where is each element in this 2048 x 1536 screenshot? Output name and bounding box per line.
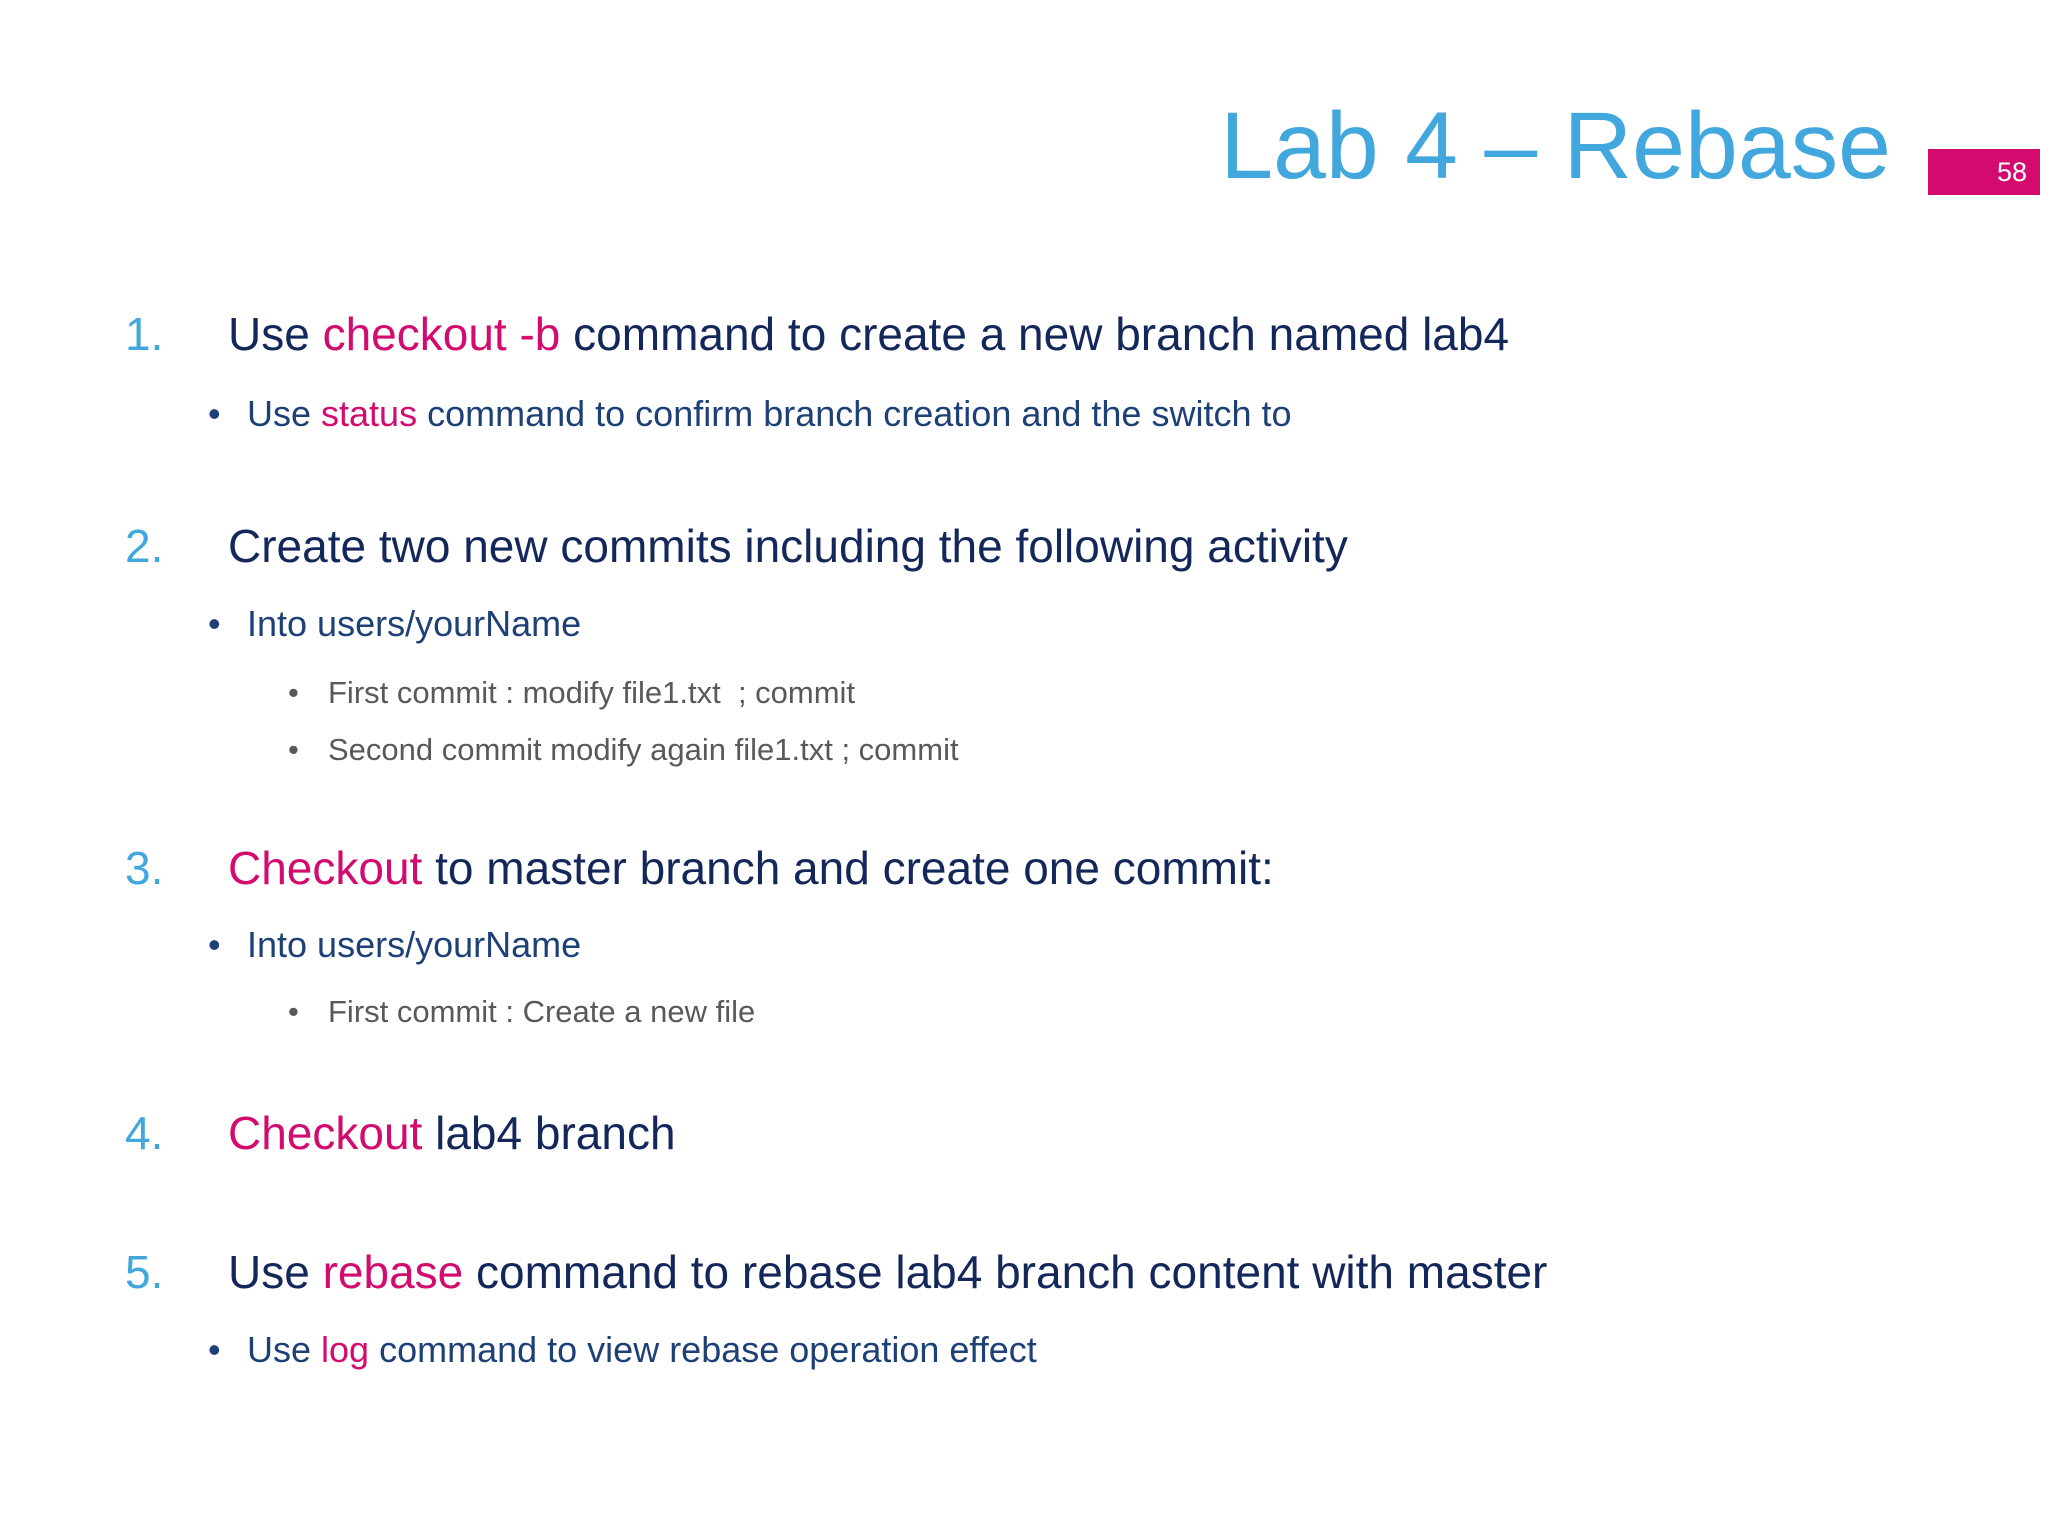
text-segment: Checkout [228, 1107, 423, 1159]
numbered-item-4: 4. Checkout lab4 branch [0, 1105, 2048, 1161]
text-segment: log [321, 1329, 370, 1370]
text-segment: Into users/yourName [247, 603, 582, 644]
item-number: 2. [125, 520, 164, 572]
text-segment: checkout -b [322, 308, 561, 360]
page-number-badge: 58 [1928, 149, 2040, 195]
item-text: Checkout lab4 branch [228, 1105, 2048, 1161]
bullet-icon: • [208, 603, 221, 644]
bullet-icon: • [288, 675, 299, 710]
text-segment: command to rebase lab4 branch content wi… [463, 1246, 1548, 1298]
numbered-item-1: 1. Use checkout -b command to create a n… [0, 306, 2048, 362]
item-text: Use log command to view rebase operation… [247, 1327, 2048, 1373]
item-text: Use status command to confirm branch cre… [247, 391, 2048, 437]
item-text: Into users/yourName [247, 601, 2048, 647]
text-segment: Use [228, 1246, 323, 1298]
numbered-item-5: 5. Use rebase command to rebase lab4 bra… [0, 1244, 2048, 1300]
text-segment: status [321, 393, 418, 434]
text-segment: Use [247, 1329, 322, 1370]
bullet-icon: • [208, 924, 221, 965]
text-segment: command to view rebase operation effect [369, 1329, 1037, 1370]
bullet-icon: • [208, 1329, 221, 1370]
text-segment: Checkout [228, 842, 423, 894]
text-segment: lab4 branch [422, 1107, 676, 1159]
item-text: Second commit modify again file1.txt ; c… [328, 729, 2048, 771]
item-text: Create two new commits including the fol… [228, 518, 2048, 574]
text-segment: Use [228, 308, 323, 360]
sub-sub-bullet-item: • First commit : Create a new file [0, 991, 2048, 1033]
numbered-item-2: 2. Create two new commits including the … [0, 518, 2048, 574]
item-number: 4. [125, 1107, 164, 1159]
sub-bullet-item: • Into users/yourName [0, 922, 2048, 968]
page-number: 58 [1996, 156, 2027, 187]
item-text: First commit : modify file1.txt ; commit [328, 672, 2048, 714]
text-segment: command to confirm branch creation and t… [417, 393, 1292, 434]
item-text: Use checkout -b command to create a new … [228, 306, 2048, 362]
sub-bullet-item: • Use status command to confirm branch c… [0, 391, 2048, 437]
item-text: Into users/yourName [247, 922, 2048, 968]
sub-sub-bullet-item: • First commit : modify file1.txt ; comm… [0, 672, 2048, 714]
item-number: 3. [125, 842, 164, 894]
text-segment: rebase [322, 1246, 464, 1298]
text-segment: Into users/yourName [247, 924, 582, 965]
text-segment: Use [247, 393, 322, 434]
item-text: Checkout to master branch and create one… [228, 840, 2048, 896]
item-number: 1. [125, 308, 164, 360]
sub-bullet-item: • Into users/yourName [0, 601, 2048, 647]
text-segment: First commit : Create a new file [328, 994, 756, 1029]
item-number: 5. [125, 1246, 164, 1298]
numbered-item-3: 3. Checkout to master branch and create … [0, 840, 2048, 896]
text-segment: command to create a new branch named lab… [560, 308, 1510, 360]
item-text: Use rebase command to rebase lab4 branch… [228, 1244, 2048, 1300]
bullet-icon: • [288, 994, 299, 1029]
item-text: First commit : Create a new file [328, 991, 2048, 1033]
bullet-icon: • [288, 732, 299, 767]
text-segment: Create two new commits including the fol… [228, 520, 1348, 572]
text-segment: First commit : modify file1.txt ; commit [328, 675, 856, 710]
text-segment: to master branch and create one commit: [422, 842, 1274, 894]
text-segment: Second commit modify again file1.txt ; c… [328, 732, 959, 767]
sub-sub-bullet-item: • Second commit modify again file1.txt ;… [0, 729, 2048, 771]
bullet-icon: • [208, 393, 221, 434]
sub-bullet-item: • Use log command to view rebase operati… [0, 1327, 2048, 1373]
slide-title: Lab 4 – Rebase [1220, 93, 1891, 199]
